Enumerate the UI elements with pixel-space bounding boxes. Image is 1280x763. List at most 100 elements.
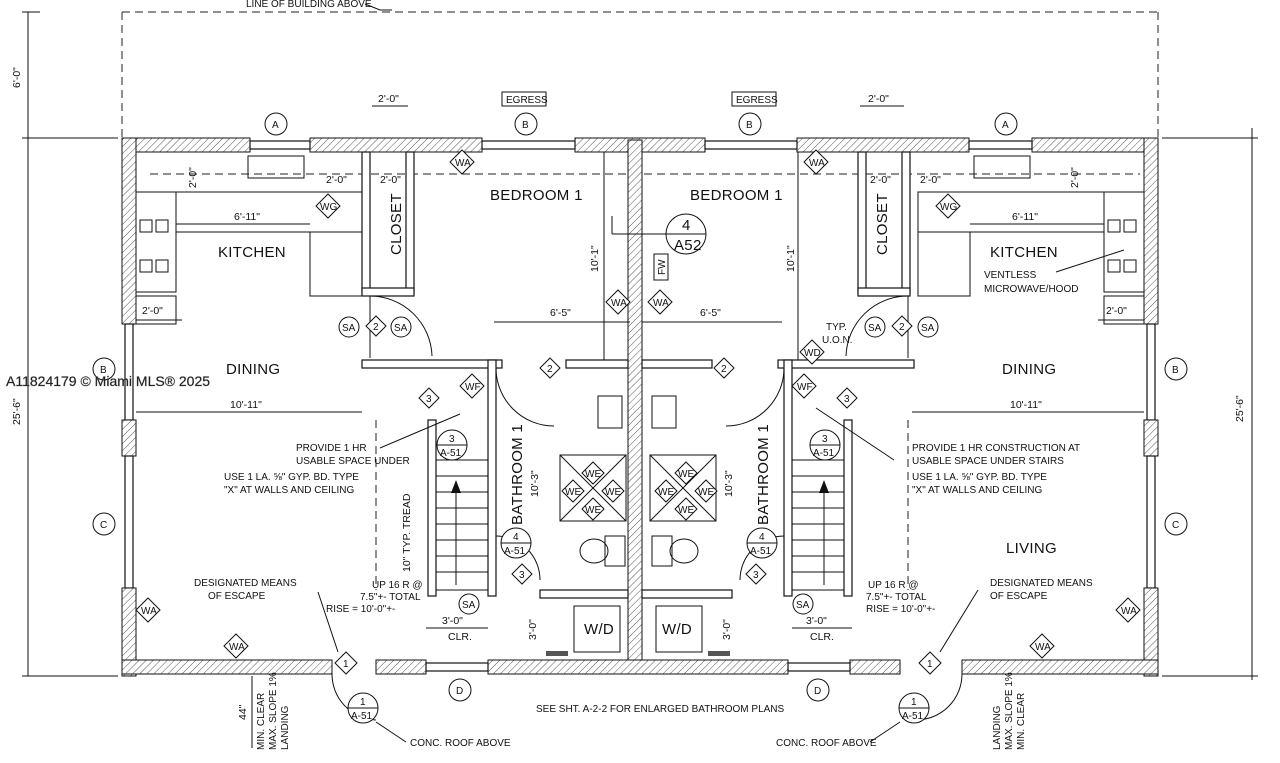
notes: PROVIDE 1 HR USABLE SPACE UNDER USE 1 LA… <box>194 249 1125 750</box>
ref-a51-5: A-51 <box>351 711 373 722</box>
counter-left: 2'-0" <box>142 305 163 317</box>
right-kitchen-fixtures <box>917 155 1145 325</box>
grid-c-right: C <box>1172 520 1179 531</box>
kitchen-left-label: KITCHEN <box>218 244 286 261</box>
wg-tag-left: WG <box>320 202 337 213</box>
ref-1-right: 1 <box>911 697 917 708</box>
overall-depth-dim-left: 25'-6" <box>11 398 23 425</box>
note-roof-left: CONC. ROOF ABOVE <box>410 738 511 749</box>
wd-right-label: W/D <box>662 621 692 638</box>
closet-dim-left: 2'-0" <box>380 174 401 186</box>
ref-3-left: 3 <box>449 434 455 445</box>
num-2-c: 2 <box>547 364 553 375</box>
counter-right: 2'-0" <box>1106 305 1127 317</box>
wf-tag-left: WF <box>465 382 481 393</box>
building-line-note: LINE OF BUILDING ABOVE <box>246 0 372 10</box>
egress-tag-left: EGRESS <box>506 95 548 106</box>
callouts: 4 A52 2 2 2 2 3 3 3 3 3 A-51 3 A-51 4 A-… <box>334 213 942 724</box>
dining-width-left: 10'-11" <box>230 399 262 411</box>
note-stair-right-3: RISE = 10'-0"+- <box>866 604 935 615</box>
bedroom-left-label: BEDROOM 1 <box>490 187 583 204</box>
grid-d-left: D <box>456 686 463 697</box>
we-tag-3: WE <box>605 487 621 498</box>
wa-tag-3: WA <box>611 298 627 309</box>
we-tag-2: WE <box>565 487 581 498</box>
note-uon: U.O.N. <box>822 335 853 346</box>
dining-width-right: 10'-11" <box>1010 399 1042 411</box>
kitchen-right-label: KITCHEN <box>990 244 1058 261</box>
wf-tag-right: WF <box>797 382 813 393</box>
note-hr-left-2: USABLE SPACE UNDER <box>296 456 410 467</box>
sa-tag-4: SA <box>921 323 935 334</box>
note-landing-left-1: MIN. CLEAR <box>256 693 267 750</box>
living-label: LIVING <box>1006 540 1057 557</box>
note-microwave-1: VENTLESS <box>984 270 1037 281</box>
bed-width-right: 6'-5" <box>700 307 721 319</box>
grid-d-right: D <box>814 686 821 697</box>
note-stair-left-2: 7.5"+- TOTAL <box>360 592 421 603</box>
ref-a51-4: A-51 <box>750 546 772 557</box>
note-landing-right-3: LANDING <box>992 705 1003 750</box>
wa-tag-7: WA <box>1121 606 1137 617</box>
closet-left-label: CLOSET <box>388 193 405 255</box>
note-typ: TYP. <box>826 322 847 333</box>
ref-4-left: 4 <box>513 532 519 543</box>
num-3-a: 3 <box>426 394 432 405</box>
num-3-b: 3 <box>844 394 850 405</box>
num-2-d: 2 <box>721 364 727 375</box>
dining-left-label: DINING <box>226 361 280 378</box>
right-bath-fixtures <box>649 395 730 656</box>
tread-dim: 10" TYP. TREAD <box>401 493 413 572</box>
wa-tag-8: WA <box>1035 642 1051 653</box>
top-offset-dim: 6'-0" <box>11 67 23 88</box>
clr-left: CLR. <box>448 631 472 643</box>
clr-right: CLR. <box>810 631 834 643</box>
ref-a51-2: A-51 <box>813 448 835 459</box>
ref-4-right: 4 <box>759 532 765 543</box>
num-2-a: 2 <box>373 322 379 333</box>
note-bath-ref: SEE SHT. A-2-2 FOR ENLARGED BATHROOM PLA… <box>536 704 785 715</box>
sa-tag-6: SA <box>796 600 810 611</box>
wa-tag-4: WA <box>653 298 669 309</box>
grid-b-top-left: B <box>522 120 529 131</box>
note-landing-left-3: LANDING <box>280 705 291 750</box>
we-tag-6: WE <box>658 487 674 498</box>
grid-b-top-right: B <box>746 120 753 131</box>
note-escape-right-1: DESIGNATED MEANS <box>990 578 1093 589</box>
exterior-walls <box>121 137 1159 677</box>
bath-depth-left: 10'-3" <box>529 470 541 497</box>
closet-right-label: CLOSET <box>874 193 891 255</box>
sa-tag-1: SA <box>342 323 356 334</box>
bath-depth-right: 10'-3" <box>723 470 735 497</box>
num-1-b: 1 <box>927 659 933 670</box>
note-escape-right-2: OF ESCAPE <box>990 591 1048 602</box>
bathroom-right-label: BATHROOM 1 <box>755 424 772 525</box>
note-landing-left-2: MAX. SLOPE 1% <box>268 672 279 750</box>
vdim-right: 2'-0" <box>1069 167 1081 188</box>
dimension-strings: 2'-0" 2'-0" 2'-0" 2'-0" 2'-0" 2'-0" 2'-0… <box>136 93 1144 748</box>
we-tag-5: WE <box>678 469 694 480</box>
note-stair-right-2: 7.5"+- TOTAL <box>866 592 927 603</box>
ref-a51-3: A-51 <box>504 546 526 557</box>
ref-3-right: 3 <box>822 434 828 445</box>
note-landing-right-1: MIN. CLEAR <box>1016 693 1027 750</box>
detail-callout-sheet: A52 <box>674 237 702 254</box>
we-tag-4: WE <box>585 505 601 516</box>
wd-dim-right: 3'-0" <box>721 619 733 640</box>
num-3-d: 3 <box>753 570 759 581</box>
grid-a-left: A <box>272 120 279 131</box>
note-gyp-right-1: USE 1 LA. ⅝" GYP. BD. TYPE <box>912 472 1047 483</box>
note-gyp-left-2: "X" AT WALLS AND CEILING <box>224 485 355 496</box>
stair-clear-left: 3'-0" <box>442 615 463 627</box>
wd-tag: WD <box>804 348 821 359</box>
wa-tag-6: WA <box>229 642 245 653</box>
equipment-tags: WA WA WG WG WA WA FW WF WF WD WA WA WA W… <box>135 149 1141 659</box>
fw-tag: FW <box>657 259 668 275</box>
grid-b-right: B <box>1172 365 1179 376</box>
room-labels: BEDROOM 1 BEDROOM 1 KITCHEN KITCHEN CLOS… <box>218 187 1058 638</box>
wd-dim-left: 3'-0" <box>527 619 539 640</box>
egress-tag-right: EGRESS <box>736 95 778 106</box>
left-bath-fixtures <box>546 395 627 656</box>
note-hr-left-1: PROVIDE 1 HR <box>296 443 367 454</box>
